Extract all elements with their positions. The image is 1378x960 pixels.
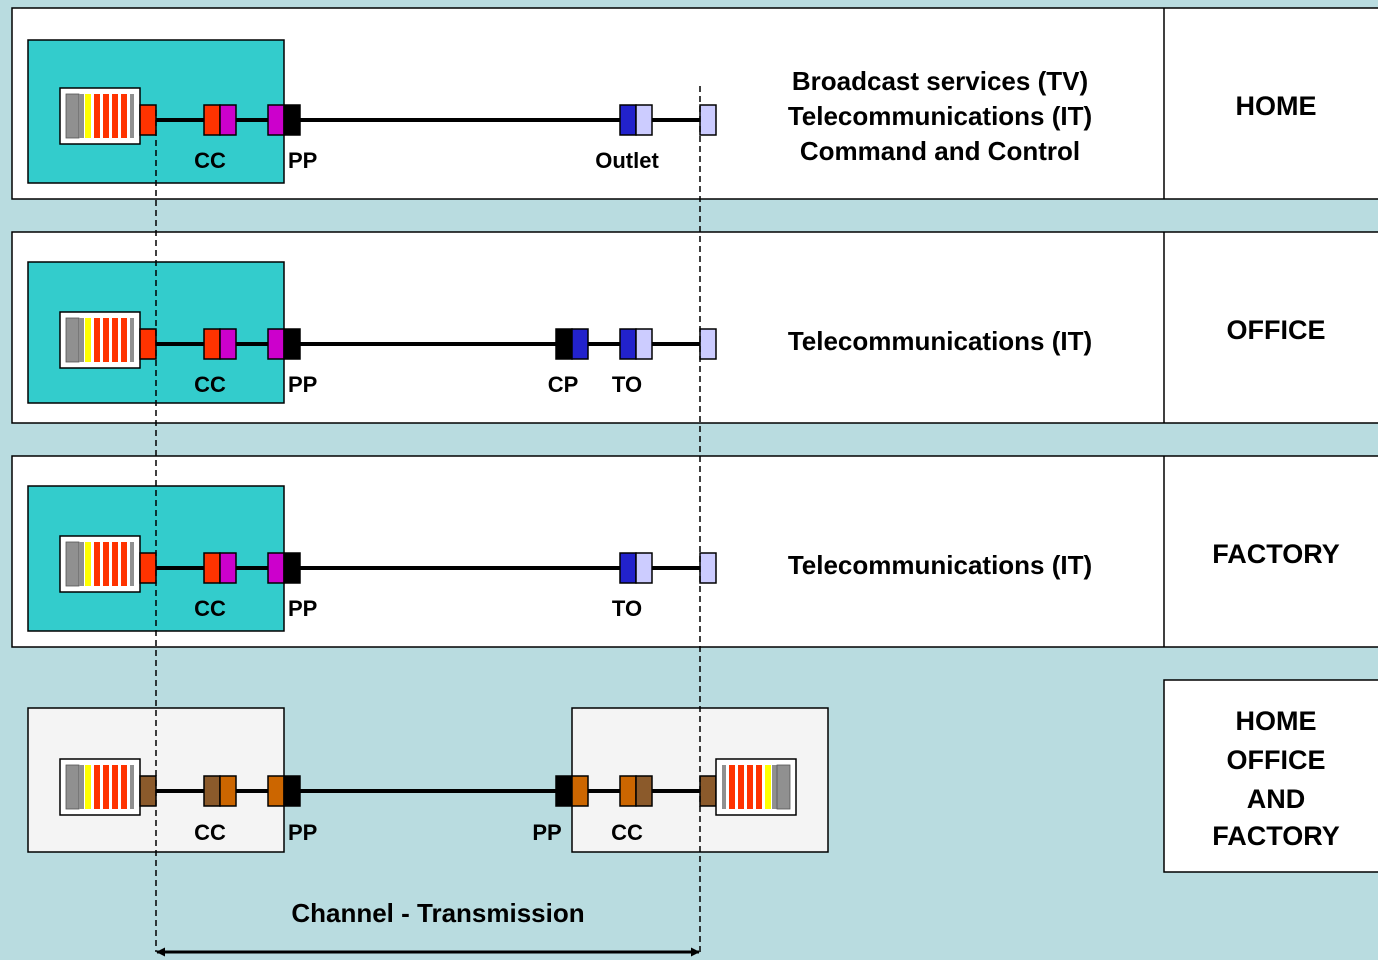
row-home: CC PP Outlet Broadcast services (TV) Tel… [11, 7, 1378, 200]
equipment-connector [139, 328, 157, 360]
label-to: TO [612, 596, 642, 621]
environment-label: HOME [1236, 91, 1317, 121]
environment-label: OFFICE [1227, 745, 1326, 775]
patch-panel-rack-icon [59, 758, 141, 816]
row-factory: CC PP TO Telecommunications (IT) FACTORY [11, 455, 1378, 648]
service-line: Broadcast services (TV) [792, 66, 1088, 96]
telecom-outlet-icon [619, 328, 653, 360]
label-cc: CC [194, 596, 226, 621]
row-channel: CC PP PP CC HOME OFFICE AND FACTORY [27, 679, 1378, 873]
patch-panel-rack-icon [59, 535, 141, 593]
patch-panel-rack-icon [59, 311, 141, 369]
cross-connect-icon [203, 328, 237, 360]
channel-label: Channel - Transmission [291, 898, 584, 928]
environment-label: HOME [1236, 706, 1317, 736]
label-pp: PP [288, 820, 317, 845]
terminal-plug-icon [699, 328, 717, 360]
equipment-connector [139, 552, 157, 584]
label-cc: CC [611, 820, 643, 845]
cross-connect-icon [203, 552, 237, 584]
environment-label: OFFICE [1227, 315, 1326, 345]
patch-panel-connector-icon [267, 775, 301, 807]
telecom-outlet-icon [619, 552, 653, 584]
consolidation-point-icon [555, 328, 589, 360]
cross-connect-icon [619, 775, 653, 807]
service-line: Command and Control [800, 136, 1080, 166]
equipment-connector [139, 104, 157, 136]
patch-panel-rack-icon [59, 87, 141, 145]
row-office: CC PP CP TO Telecommunications (IT) OFFI… [11, 231, 1378, 424]
patch-panel-connector-icon [555, 775, 589, 807]
label-cc: CC [194, 820, 226, 845]
patch-panel-connector-icon [267, 104, 301, 136]
terminal-plug-icon [699, 104, 717, 136]
label-cc: CC [194, 148, 226, 173]
label-cc: CC [194, 372, 226, 397]
label-outlet: Outlet [595, 148, 659, 173]
label-pp: PP [532, 820, 561, 845]
patch-panel-connector-icon [267, 328, 301, 360]
terminal-plug-icon [699, 552, 717, 584]
environment-label: AND [1247, 784, 1306, 814]
equipment-connector [699, 775, 717, 807]
service-line: Telecommunications (IT) [788, 550, 1092, 580]
service-line: Telecommunications (IT) [788, 101, 1092, 131]
patch-panel-rack-icon [715, 758, 797, 816]
environment-label: FACTORY [1212, 539, 1340, 569]
label-pp: PP [288, 148, 317, 173]
label-pp: PP [288, 596, 317, 621]
environment-label: FACTORY [1212, 821, 1340, 851]
cross-connect-icon [203, 775, 237, 807]
service-line: Telecommunications (IT) [788, 326, 1092, 356]
label-to: TO [612, 372, 642, 397]
outlet-connector-icon [619, 104, 653, 136]
patch-panel-connector-icon [267, 552, 301, 584]
cross-connect-icon [203, 104, 237, 136]
equipment-connector [139, 775, 157, 807]
label-pp: PP [288, 372, 317, 397]
combined-environment-panel [1163, 679, 1378, 873]
label-cp: CP [548, 372, 579, 397]
